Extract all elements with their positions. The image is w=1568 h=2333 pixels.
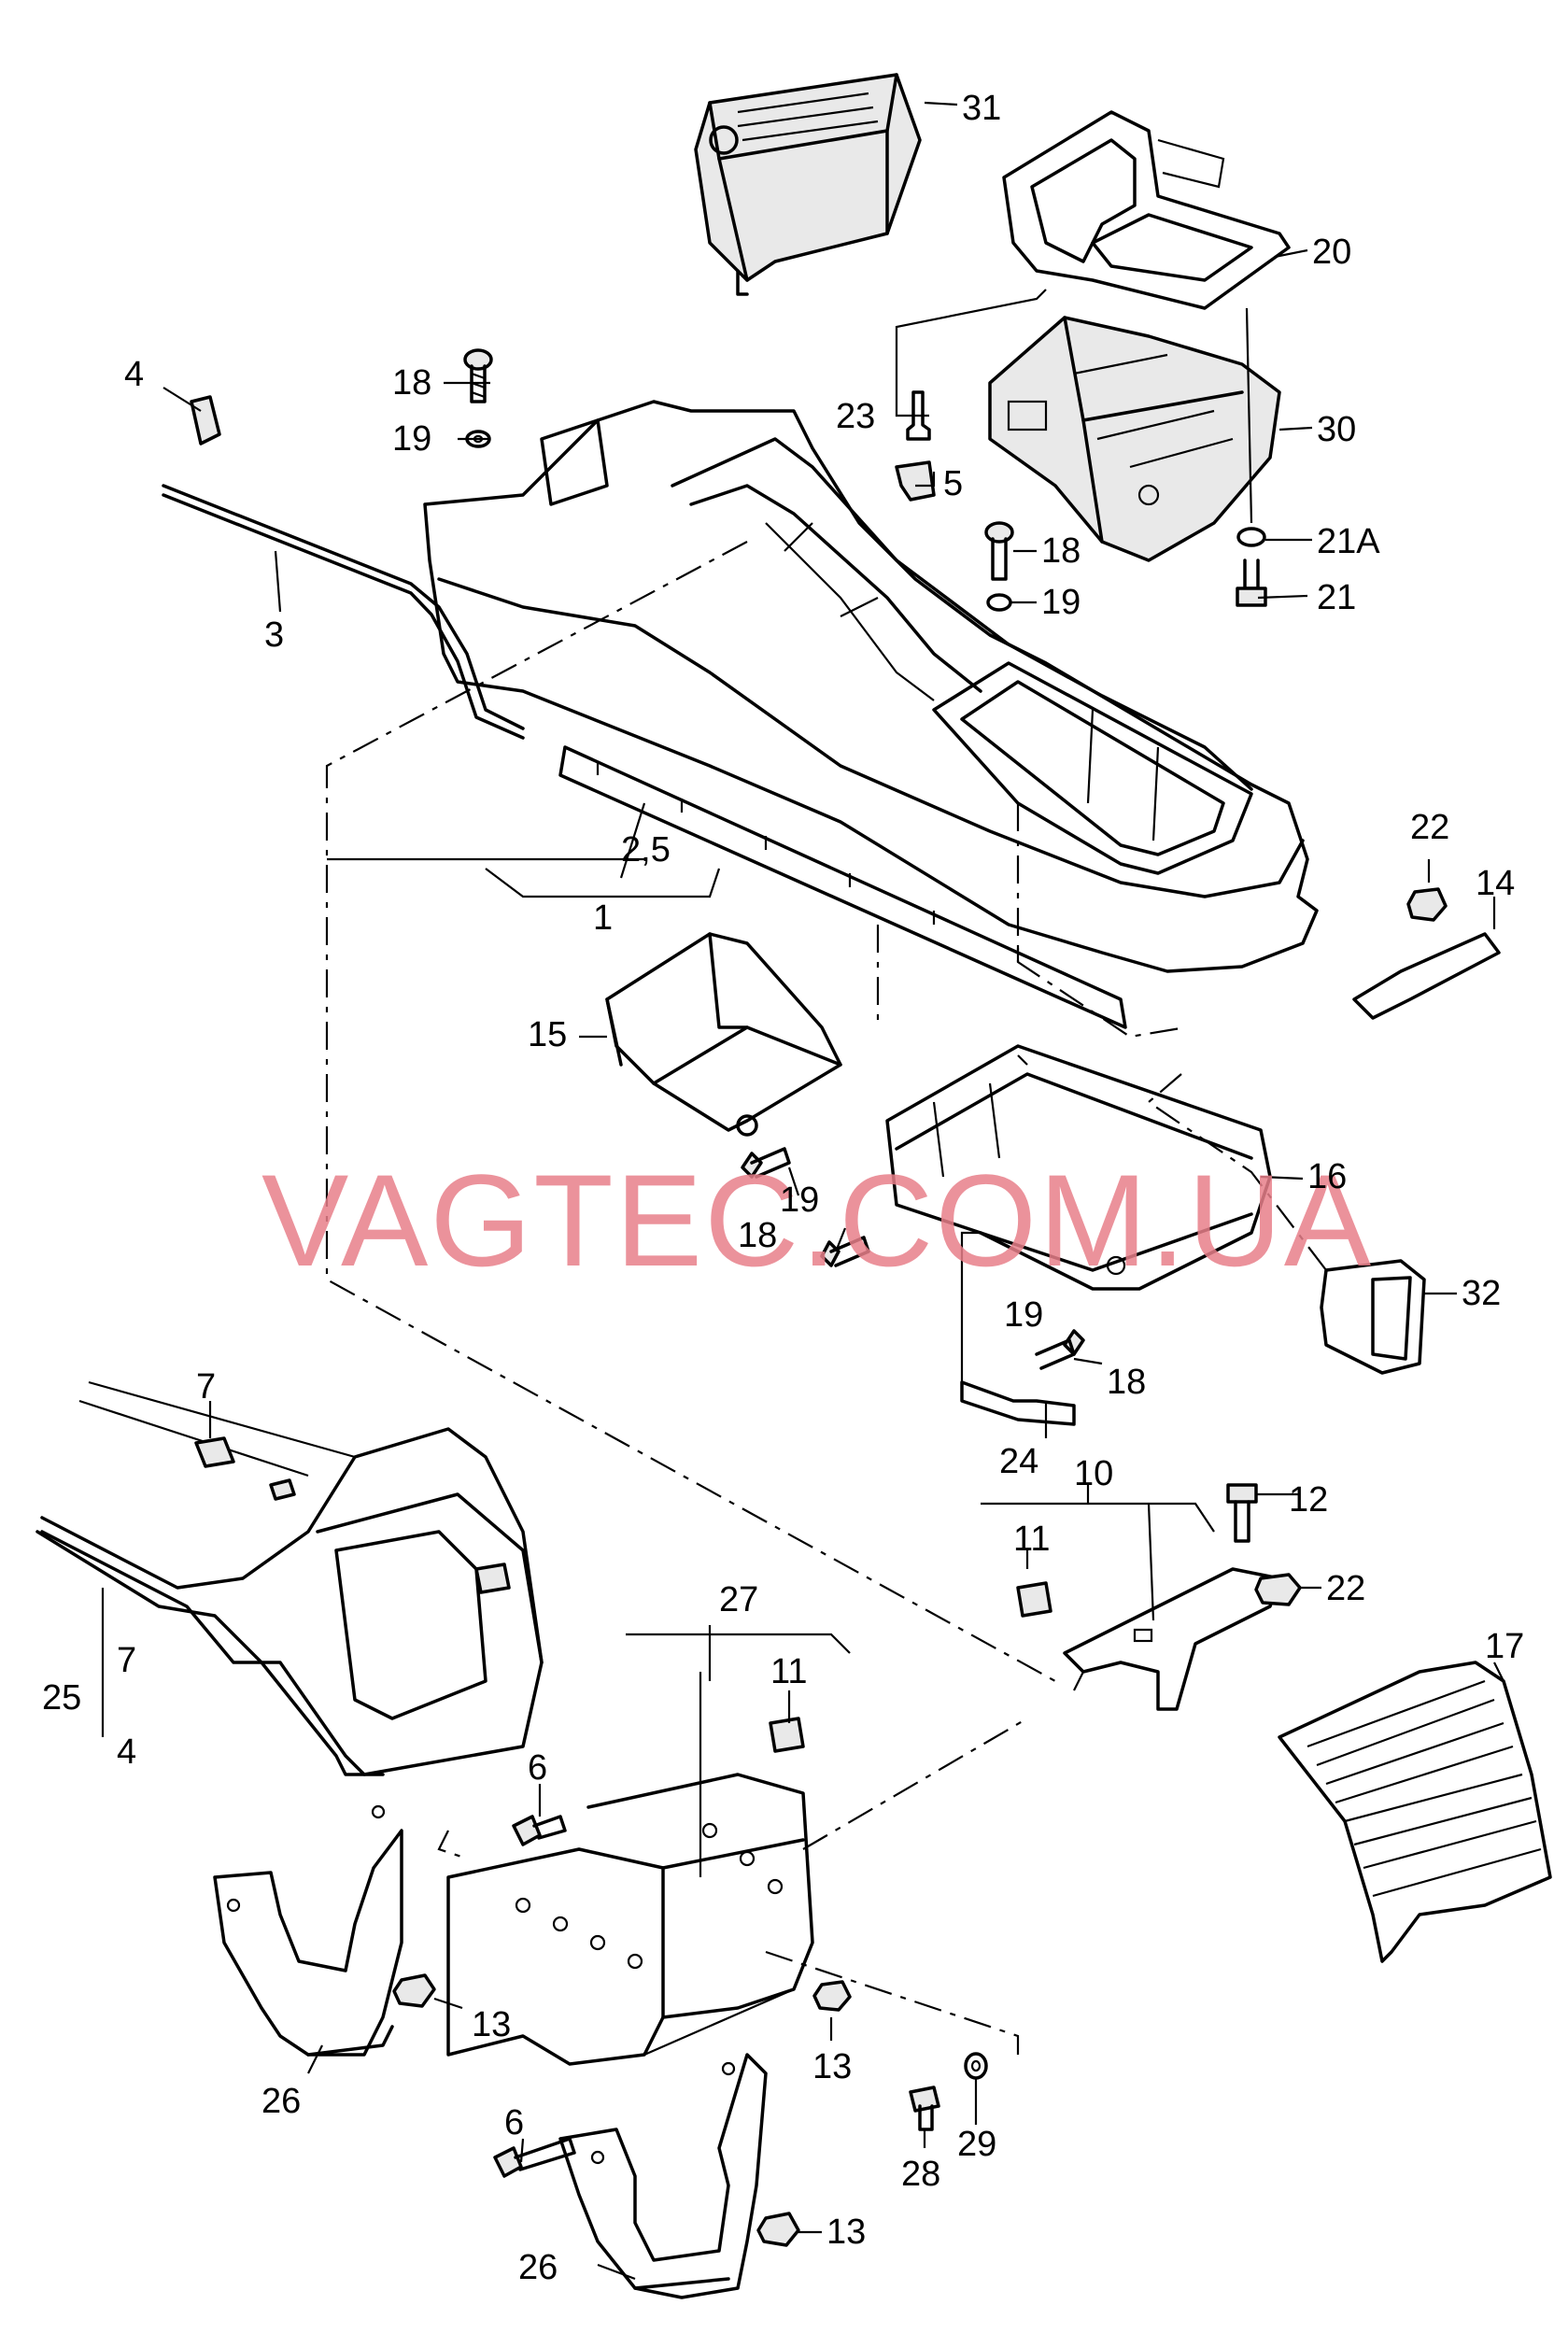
part-32-socket xyxy=(1320,1259,1426,1375)
part-31-air-vent xyxy=(694,73,922,296)
callout-19-lower: 19 xyxy=(1004,1295,1043,1335)
callout-14: 14 xyxy=(1476,864,1515,903)
callout-11-b: 11 xyxy=(770,1652,807,1691)
part-24-bracket xyxy=(960,1380,1076,1426)
callout-25: 25 xyxy=(42,1678,81,1718)
callout-4-top: 4 xyxy=(124,355,144,394)
watermark-text: VAGTEC.COM.UA xyxy=(261,1147,1373,1294)
part-18-screw-mid xyxy=(984,521,1014,612)
callout-20: 20 xyxy=(1312,233,1351,272)
callout-26-b: 26 xyxy=(518,2248,558,2287)
callout-10: 10 xyxy=(1074,1454,1113,1493)
callout-labels: 31 20 30 21A 21 23 5 18 19 18 19 4 3 2,5… xyxy=(42,89,1524,2287)
part-13-nut-b xyxy=(812,1980,852,2012)
callout-15: 15 xyxy=(528,1015,567,1054)
callout-22-top: 22 xyxy=(1410,808,1449,847)
part-23-stud xyxy=(906,390,931,441)
callout-1: 1 xyxy=(593,898,613,938)
callout-27: 27 xyxy=(719,1580,758,1619)
callout-18-lower: 18 xyxy=(1107,1363,1146,1402)
callout-3: 3 xyxy=(264,615,284,655)
part-20-trim-frame xyxy=(1002,110,1291,310)
callout-19-mid: 19 xyxy=(1041,583,1081,622)
part-16-box xyxy=(885,1044,1272,1291)
part-11-clip-b xyxy=(769,1717,805,1753)
callout-6-a: 6 xyxy=(528,1748,547,1788)
part-13-nut-a xyxy=(392,1973,436,2008)
part-26-bracket-left xyxy=(213,1804,403,2057)
callout-26-a: 26 xyxy=(261,2082,301,2121)
callout-24: 24 xyxy=(999,1442,1038,1481)
part-28-bolt xyxy=(909,2086,940,2131)
callout-21: 21 xyxy=(1317,578,1356,617)
part-22-nut-top xyxy=(1406,887,1448,922)
part-29-washer xyxy=(964,2052,988,2080)
part-18-screw-top xyxy=(463,348,493,448)
callout-13-c: 13 xyxy=(826,2213,866,2252)
part-6-bolt-a xyxy=(512,1815,567,1846)
callout-19-top: 19 xyxy=(392,419,431,459)
part-4-clip xyxy=(190,395,221,445)
part-21-bolt xyxy=(1236,527,1267,607)
leader-lines xyxy=(101,101,1504,2281)
callout-23: 23 xyxy=(836,397,875,436)
part-1-center-console xyxy=(423,400,1319,973)
callout-28: 28 xyxy=(901,2155,940,2194)
callout-32: 32 xyxy=(1462,1274,1501,1313)
callout-13-a: 13 xyxy=(472,2005,511,2044)
callout-5: 5 xyxy=(943,464,963,503)
callout-22-lower: 22 xyxy=(1326,1569,1365,1608)
part-3-trim-strip xyxy=(162,484,525,740)
callout-18-top: 18 xyxy=(392,363,431,403)
callout-12: 12 xyxy=(1289,1480,1328,1520)
callout-6-b: 6 xyxy=(504,2103,524,2142)
callout-7-top: 7 xyxy=(196,1367,216,1407)
callout-4-bracket: 4 xyxy=(117,1732,136,1772)
part-22-nut-lower xyxy=(1254,1573,1302,1606)
callout-13-b: 13 xyxy=(812,2047,852,2086)
callout-16: 16 xyxy=(1307,1157,1347,1196)
part-18-screw-lower xyxy=(741,1147,1085,1370)
part-27-bracket xyxy=(446,1773,814,2066)
part-26-bracket-right xyxy=(558,2053,768,2299)
part-12-bolt xyxy=(1226,1483,1258,1543)
part-14-bracket xyxy=(1352,932,1501,1020)
callout-30: 30 xyxy=(1317,410,1356,449)
callout-29: 29 xyxy=(957,2125,996,2164)
callout-18-box: 18 xyxy=(738,1216,777,1255)
part-25-lower-console xyxy=(35,1380,544,1776)
callout-7-bracket: 7 xyxy=(117,1641,136,1680)
part-17-mat xyxy=(1278,1661,1552,1963)
part-11-clip-a xyxy=(1016,1581,1052,1618)
part-30-storage-unit xyxy=(988,316,1281,562)
assembly-lines xyxy=(325,541,1327,2055)
callout-31: 31 xyxy=(962,89,1001,128)
part-13-nut-c xyxy=(756,2212,800,2247)
callout-17: 17 xyxy=(1485,1627,1524,1666)
callout-11-a: 11 xyxy=(1013,1520,1050,1559)
callout-19-box: 19 xyxy=(780,1181,819,1220)
callout-21A: 21A xyxy=(1317,522,1380,561)
part-10-bracket xyxy=(1063,1567,1281,1711)
callout-2-5: 2,5 xyxy=(621,830,671,870)
callout-18-mid: 18 xyxy=(1041,531,1081,571)
part-15-bracket xyxy=(605,932,842,1137)
part-2-5-side-strip xyxy=(558,745,1127,1029)
part-6-bolt-b xyxy=(493,2137,576,2178)
part-5-clip xyxy=(895,460,936,502)
